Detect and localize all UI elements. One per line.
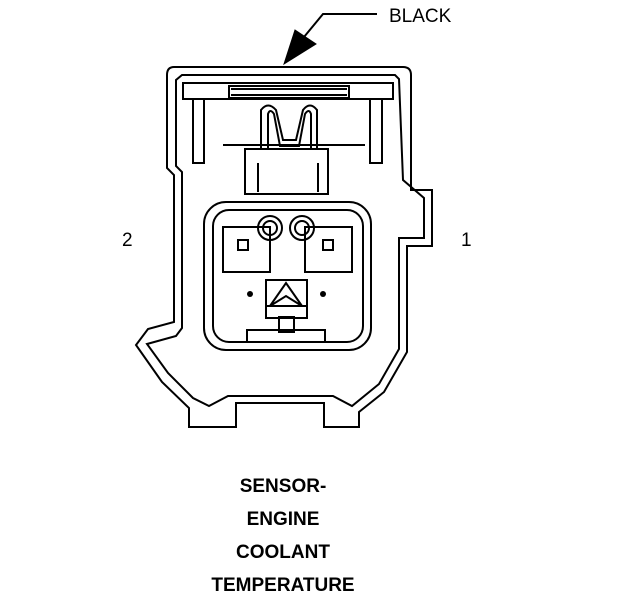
locator-dot-left [247,291,253,297]
terminal-2 [222,226,271,273]
component-caption: SENSOR- ENGINE COOLANT TEMPERATURE [183,476,383,608]
latch-arm-left [192,99,205,164]
caption-line: ENGINE [246,509,320,530]
locking-tab-base [244,148,329,195]
caption-line: TEMPERATURE [211,575,355,596]
connector-housing-inner [145,74,425,408]
latch-arm-right [369,99,383,164]
pin-1-label: 1 [461,230,472,251]
connector-housing-outer [134,66,433,428]
wire-color-label: BLACK [389,6,452,27]
callout-arrowhead [283,29,317,66]
pin-2-label: 2 [122,230,133,251]
locking-tab [260,104,318,149]
caption-line: COOLANT [236,542,330,563]
callout-leader-line [303,13,377,38]
caption-line: SENSOR- [239,476,327,497]
keying-block [265,279,308,319]
terminal-cavity-outer [203,201,372,351]
terminal-1 [304,226,353,273]
locator-dot-right [320,291,326,297]
terminal-cavity-inner [212,209,364,343]
